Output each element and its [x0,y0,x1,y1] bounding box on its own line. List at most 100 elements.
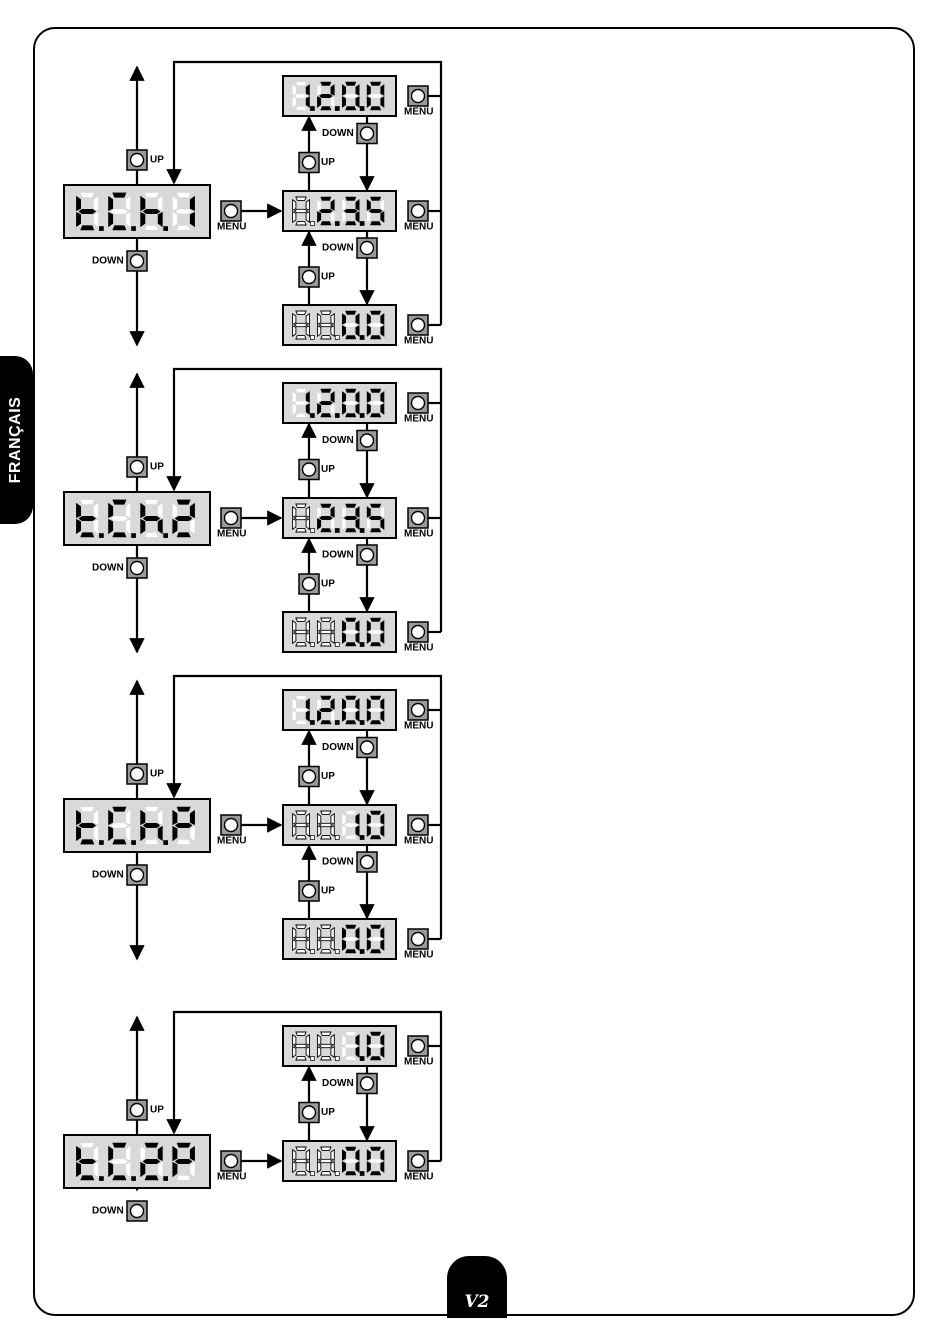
segment [321,925,331,928]
segment [346,836,356,839]
decimal-dot [310,414,314,418]
segment [143,209,160,213]
down-button-knob[interactable] [131,562,144,575]
segment [331,826,334,837]
menu-label: MENU [404,950,433,961]
segment [111,823,128,827]
segment [296,1147,306,1150]
decimal-dot [164,534,168,538]
up-button-knob[interactable] [131,461,144,474]
value-menu-button-knob[interactable] [412,1040,425,1053]
value-up-button-knob[interactable] [303,1106,316,1119]
segment [296,643,306,646]
value-menu-button-knob[interactable] [412,1155,425,1168]
value-down-button-knob[interactable] [361,741,374,754]
value-up-button-knob[interactable] [303,885,316,898]
segment [346,82,356,85]
menu-label: MENU [404,414,433,425]
value-up-button-knob[interactable] [303,770,316,783]
segment [296,389,306,392]
segment [317,814,320,825]
segment [371,696,381,699]
value-menu-button-knob[interactable] [412,512,425,525]
decimal-dot [99,841,103,845]
value-down-button-knob[interactable] [361,127,374,140]
main-menu-button-knob[interactable] [225,819,238,832]
segment [346,696,356,699]
segment [346,721,356,724]
value-menu-button-knob[interactable] [412,319,425,332]
segment [296,1032,306,1035]
decimal-dot [310,107,314,111]
segment [306,314,309,325]
main-menu-button-knob[interactable] [225,512,238,525]
value-menu-button-knob[interactable] [412,933,425,946]
menu-label: MENU [217,529,246,540]
value-down-button-knob[interactable] [361,856,374,869]
segment [331,1035,334,1046]
segment [369,937,382,940]
segment [113,193,126,197]
segment [321,1172,331,1175]
value-menu-button-knob[interactable] [412,819,425,832]
segment [175,209,192,213]
up-label: UP [150,155,164,166]
segment [293,1035,296,1046]
segment [317,1047,320,1058]
value-down-button-knob[interactable] [361,549,374,562]
value-up-button-knob[interactable] [303,578,316,591]
menu-label: MENU [217,222,246,233]
value-up-button-knob[interactable] [303,156,316,169]
segment [346,1147,356,1150]
segment [346,222,356,225]
segment [306,940,309,951]
value-display-tc2p-0 [283,1026,396,1066]
value-down-button-knob[interactable] [361,434,374,447]
segment [321,1147,331,1150]
segment [331,940,334,951]
down-button-knob[interactable] [131,255,144,268]
value-display-tch1-2 [283,305,396,345]
segment [306,928,309,939]
main-menu-button-knob[interactable] [225,205,238,218]
menu-label: MENU [404,107,433,118]
segment [293,940,296,951]
value-menu-button-knob[interactable] [412,397,425,410]
segment [113,226,126,230]
down-button-knob[interactable] [131,869,144,882]
value-up-button-knob[interactable] [303,271,316,284]
value-display-tc2p-1 [283,1141,396,1181]
decimal-dot [99,1177,103,1181]
value-down-button-knob[interactable] [361,242,374,255]
up-label: UP [150,462,164,473]
segment [344,823,357,826]
segment [81,193,94,197]
segment [306,1047,309,1058]
segment [371,811,381,814]
value-menu-button-knob[interactable] [412,90,425,103]
segment [296,107,306,110]
up-button-knob[interactable] [131,1104,144,1117]
segment [296,222,306,225]
segment [321,107,331,110]
value-menu-button-knob[interactable] [412,205,425,218]
decimal-dot [335,222,339,226]
down-label: DOWN [322,550,354,561]
main-menu-button-knob[interactable] [225,1155,238,1168]
segment [81,840,94,844]
decimal-dot [335,643,339,647]
segment [113,1143,126,1147]
decimal-dot [360,950,364,954]
value-display-tch2-2 [283,612,396,652]
up-button-knob[interactable] [131,154,144,167]
value-up-button-knob[interactable] [303,463,316,476]
value-down-button-knob[interactable] [361,1077,374,1090]
segment [320,323,333,326]
value-menu-button-knob[interactable] [412,704,425,717]
value-menu-button-knob[interactable] [412,626,425,639]
segment [320,401,333,404]
up-button-knob[interactable] [131,768,144,781]
down-button-knob[interactable] [131,1205,144,1218]
down-label: DOWN [92,1206,124,1217]
segment [369,630,382,633]
